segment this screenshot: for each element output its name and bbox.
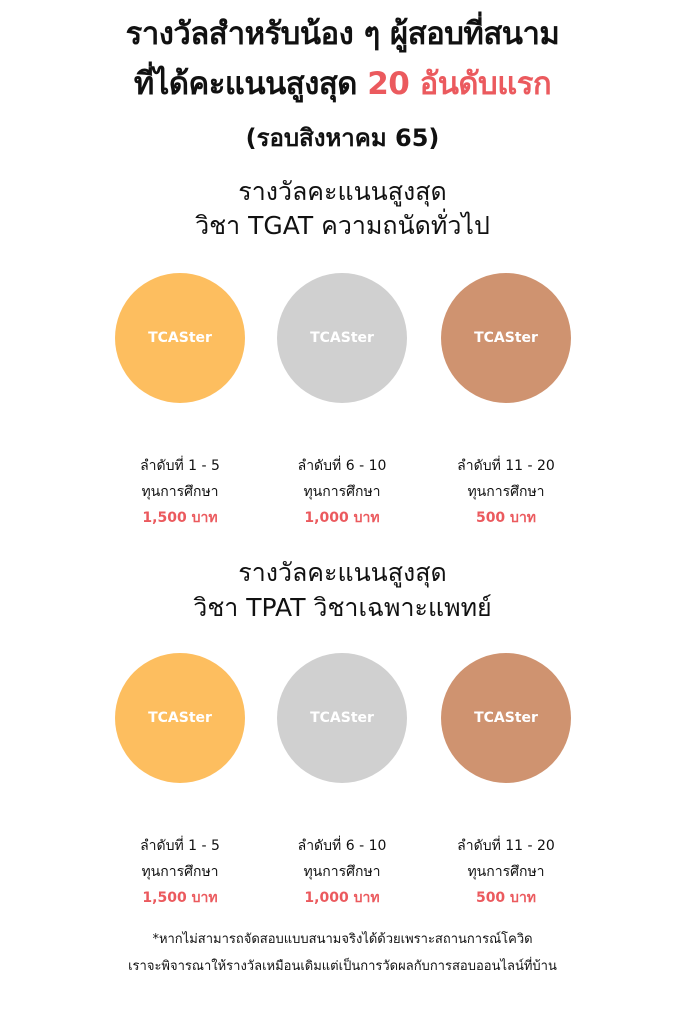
tier-silver: TCASter ลำดับที่ 6 - 10 ทุนการศึกษา 1,00…	[260, 273, 424, 531]
tier-rank: ลำดับที่ 6 - 10	[297, 838, 387, 854]
tier-label: ทุนการศึกษา	[467, 484, 545, 500]
headline-line2: ที่ได้คะแนนสูงสุด 20 อันดับแรก	[0, 58, 685, 108]
footer-note-line2: เราจะพิจารณาให้รางวัลเหมือนเดิมแต่เป็นกา…	[128, 959, 557, 974]
silver-badge: TCASter	[277, 273, 407, 403]
tier-amount: 1,000 บาท	[304, 510, 380, 526]
tier-amount: 500 บาท	[475, 510, 537, 526]
round-label: (รอบสิงหาคม 65)	[245, 124, 440, 152]
gold-badge: TCASter	[115, 273, 245, 403]
tier-bronze: TCASter ลำดับที่ 11 - 20 ทุนการศึกษา 500…	[424, 653, 588, 911]
section-tgat-title1: รางวัลคะแนนสูงสุด	[238, 177, 447, 206]
tier-label: ทุนการศึกษา	[303, 484, 381, 500]
silver-badge: TCASter	[277, 653, 407, 783]
tier-amount: 1,500 บาท	[142, 890, 218, 906]
section-tpat-title1: รางวัลคะแนนสูงสุด	[238, 558, 447, 587]
tier-rank: ลำดับที่ 1 - 5	[140, 838, 220, 854]
tier-rank: ลำดับที่ 11 - 20	[457, 838, 555, 854]
tier-gold: TCASter ลำดับที่ 1 - 5 ทุนการศึกษา 1,500…	[98, 653, 262, 911]
tier-gold: TCASter ลำดับที่ 1 - 5 ทุนการศึกษา 1,500…	[98, 273, 262, 531]
bronze-badge: TCASter	[441, 273, 571, 403]
tier-rank: ลำดับที่ 6 - 10	[297, 458, 387, 474]
tier-label: ทุนการศึกษา	[141, 864, 219, 880]
tier-rank: ลำดับที่ 1 - 5	[140, 458, 220, 474]
tier-amount: 1,500 บาท	[142, 510, 218, 526]
section-tpat-title2: วิชา TPAT วิชาเฉพาะแพทย์	[193, 593, 492, 622]
tier-rank: ลำดับที่ 11 - 20	[457, 458, 555, 474]
gold-badge: TCASter	[115, 653, 245, 783]
bronze-badge: TCASter	[441, 653, 571, 783]
tier-amount: 1,000 บาท	[304, 890, 380, 906]
footer-note-line1: *หากไม่สามารถจัดสอบแบบสนามจริงได้ด้วยเพร…	[152, 932, 533, 947]
headline-prefix: ที่ได้คะแนนสูงสุด	[133, 66, 358, 102]
tier-silver: TCASter ลำดับที่ 6 - 10 ทุนการศึกษา 1,00…	[260, 653, 424, 911]
tier-amount: 500 บาท	[475, 890, 537, 906]
tier-label: ทุนการศึกษา	[467, 864, 545, 880]
headline-line1: รางวัลสำหรับน้อง ๆ ผู้สอบที่สนาม	[125, 16, 560, 52]
headline-highlight: 20 อันดับแรก	[367, 66, 552, 102]
section-tgat-title2: วิชา TGAT ความถนัดทั่วไป	[195, 211, 490, 240]
tier-label: ทุนการศึกษา	[141, 484, 219, 500]
tier-label: ทุนการศึกษา	[303, 864, 381, 880]
tier-bronze: TCASter ลำดับที่ 11 - 20 ทุนการศึกษา 500…	[424, 273, 588, 531]
